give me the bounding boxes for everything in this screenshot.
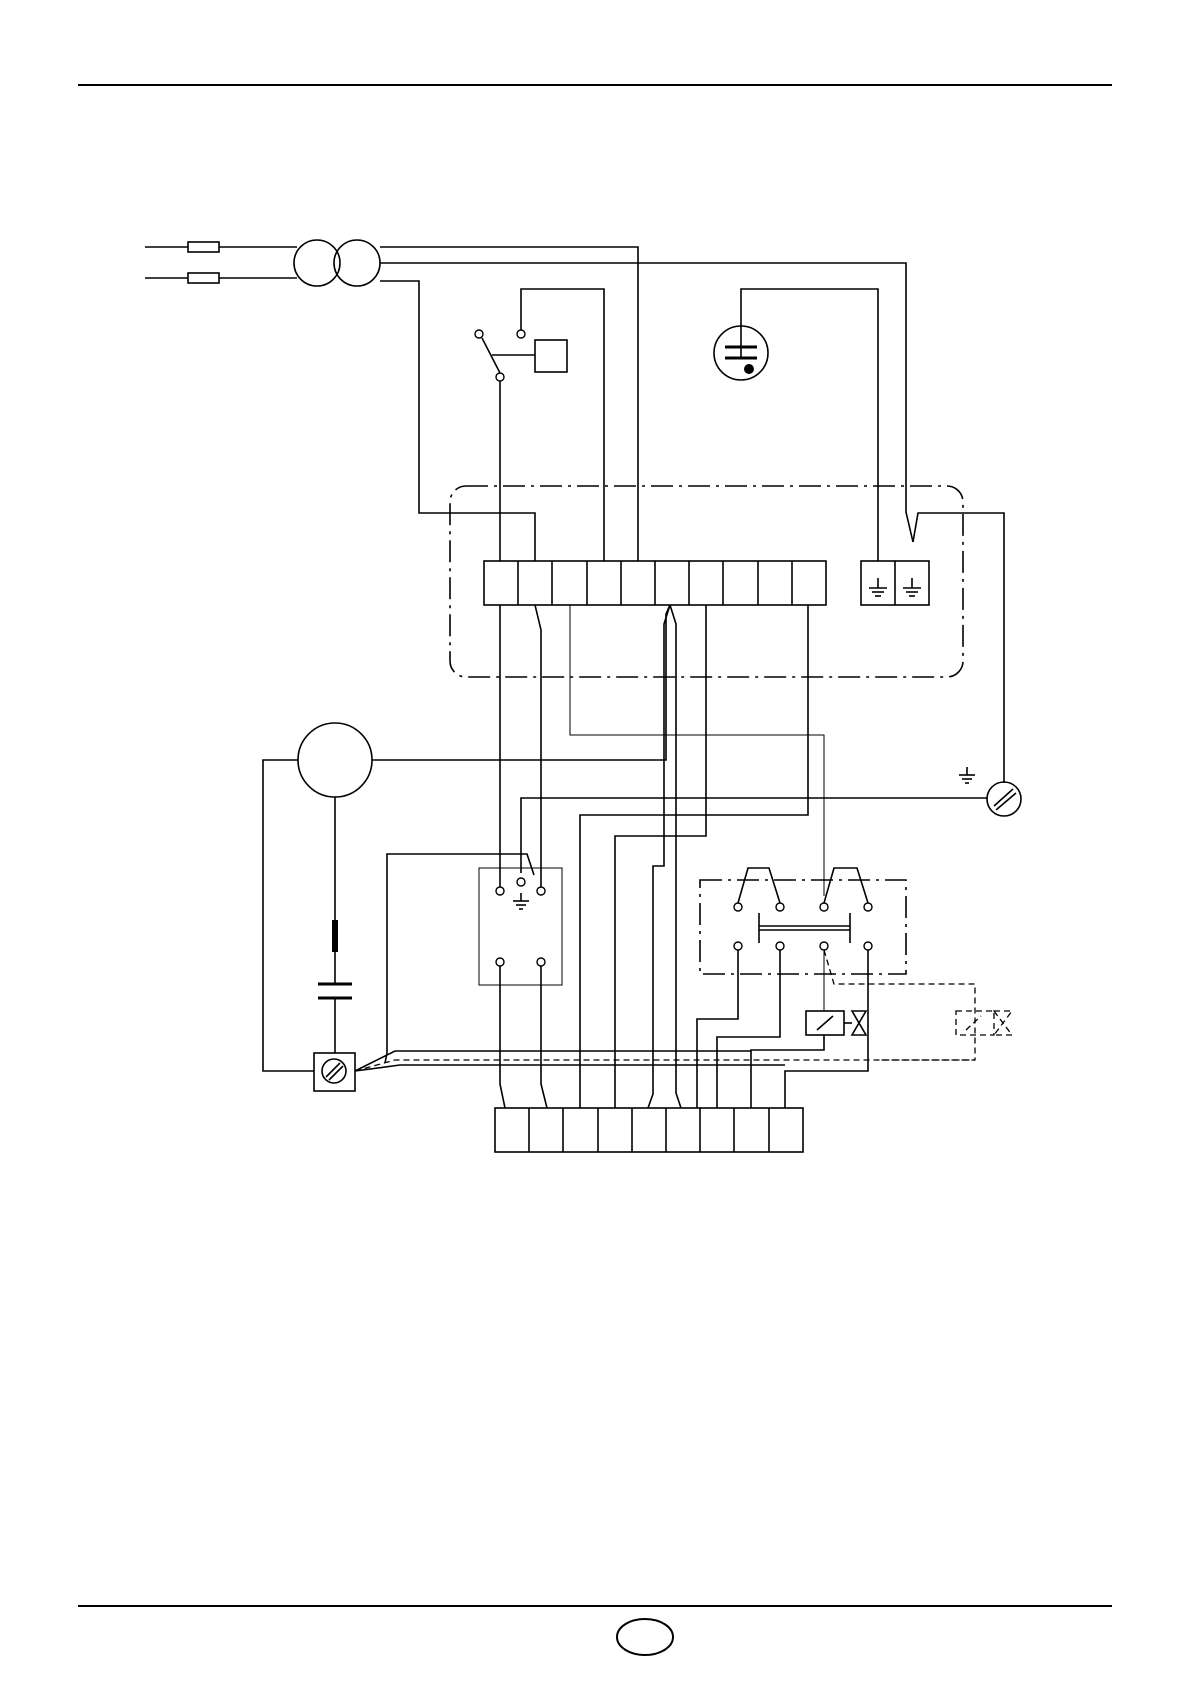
solenoid-valve — [751, 1011, 866, 1071]
mains-input — [145, 242, 297, 283]
earth-screw — [314, 1053, 355, 1091]
earth-icon — [513, 893, 529, 909]
fuse-2-symbol — [188, 273, 219, 283]
earth-icon — [959, 767, 975, 783]
optional-solenoid-valve — [824, 950, 1012, 1060]
capacitor-symbol — [318, 920, 352, 1053]
page-number — [615, 1618, 675, 1656]
flame-detector-symbol — [714, 289, 878, 561]
pressure-switch-symbol — [475, 289, 604, 561]
transformer-wires — [380, 247, 913, 561]
earth-terminal-pair — [861, 513, 1004, 783]
top-terminal-block — [484, 561, 826, 605]
motor-earth-screw — [521, 767, 1021, 873]
connector-wires — [385, 605, 547, 1108]
earth-bundle — [355, 1051, 975, 1071]
fuse-1-symbol — [188, 242, 219, 252]
motor-symbol — [263, 605, 670, 1071]
bottom-terminal-block — [495, 1108, 803, 1152]
changeover-relay — [700, 868, 906, 974]
transformer-symbol — [294, 240, 380, 286]
connector-block — [479, 868, 562, 985]
